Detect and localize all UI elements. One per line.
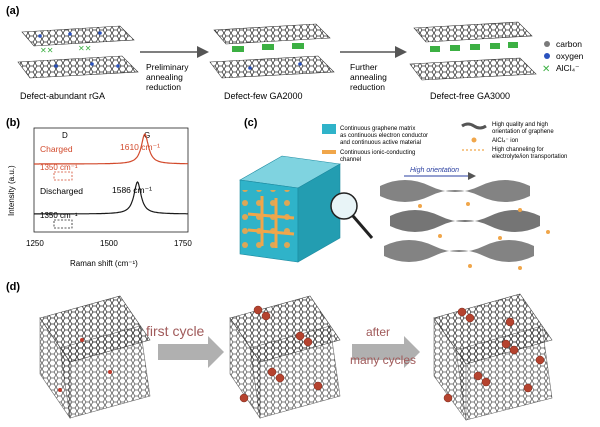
arrow1-line2: annealing <box>146 72 183 82</box>
legend-alcl4: AlCl₄⁻ <box>556 63 580 73</box>
band-d-label: D <box>62 131 68 140</box>
series-discharged-name: Discharged <box>40 186 83 196</box>
panel-a: (a) ✕✕ ✕✕ Defect-abundant rGA Preliminar… <box>6 5 584 101</box>
stage-ga3000-illustration <box>409 21 537 81</box>
legend-left-1-1: channel <box>340 157 361 163</box>
first-cycle-arrow <box>158 336 224 368</box>
panel-b: (b) Intensity (a.u.) Raman shift (cm⁻¹) … <box>6 117 192 268</box>
stage-ga2000-label: Defect-few GA2000 <box>224 91 303 101</box>
charged-d-box <box>53 171 73 181</box>
legend-left-0-2: and continuous active material <box>340 140 421 146</box>
x-tick-1750: 1750 <box>174 239 192 248</box>
alcl4-legend-icon: ✕ <box>542 64 550 75</box>
ion-dot-icon <box>471 137 477 143</box>
stage-ga3000-label: Defect-free GA3000 <box>430 91 510 101</box>
arrow1-line1: Preliminary <box>146 62 189 72</box>
charged-d-label: 1350 cm⁻¹ <box>40 163 78 172</box>
first-cycle-label: first cycle <box>146 323 205 339</box>
stage-rga-label: Defect-abundant rGA <box>20 91 105 101</box>
panel-c: (c) Continuous graphene matrix as contin… <box>239 117 567 270</box>
legend-carbon: carbon <box>556 39 582 49</box>
legend-right-1-0: AlCl₄⁻ ion <box>492 138 518 144</box>
stage-rga-illustration: ✕✕ ✕✕ <box>17 25 139 79</box>
carbon-legend-icon <box>544 41 550 47</box>
arrow1-line3: reduction <box>146 82 181 92</box>
svg-text:✕✕: ✕✕ <box>40 46 53 55</box>
svg-text:✕✕: ✕✕ <box>78 44 91 53</box>
discharged-d-box <box>53 219 73 229</box>
legend-left-1-0: Continuous ionic-conducting <box>340 150 415 156</box>
arrow2-line3: reduction <box>350 82 385 92</box>
y-axis-label: Intensity (a.u.) <box>7 165 16 216</box>
discharged-d-label: 1350 cm⁻¹ <box>40 211 78 220</box>
oriented-graphene-sheets <box>380 180 550 270</box>
legend-oxygen: oxygen <box>556 51 584 61</box>
graphene-framework-many-cycles <box>433 293 553 421</box>
orientation-label: High orientation <box>410 167 459 174</box>
graphene-framework-initial <box>39 295 151 419</box>
graphene-framework-first-cycle <box>229 295 341 419</box>
many-cycles-arrow <box>352 336 420 368</box>
arrow2-line1: Further <box>350 62 378 72</box>
discharged-peak-label: 1586 cm⁻¹ <box>112 185 152 195</box>
arrow2-line2: annealing <box>350 72 387 82</box>
x-tick-1250: 1250 <box>26 239 44 248</box>
panel-a-label: (a) <box>6 5 20 17</box>
graphene-matrix-icon <box>322 124 336 134</box>
legend-right-0-1: orientation of graphene <box>492 129 554 135</box>
graphene-sheet-icon <box>461 122 487 130</box>
oxygen-legend-icon <box>544 53 550 59</box>
series-discharged-line <box>34 181 188 215</box>
x-tick-1500: 1500 <box>100 239 118 248</box>
plot-frame <box>33 127 189 233</box>
stage-ga2000-illustration <box>209 23 335 79</box>
legend-left-0-1: as continuous electron conductor <box>340 133 428 139</box>
series-charged-name: Charged <box>40 144 73 154</box>
series-charged-line <box>34 133 188 165</box>
porous-cube-illustration <box>239 155 374 263</box>
panel-c-label: (c) <box>244 117 258 129</box>
panel-b-label: (b) <box>6 117 20 129</box>
band-g-label: G <box>144 131 150 140</box>
legend-right-0-0: High quality and high <box>492 122 548 128</box>
many-cycles-label: many cycles <box>350 353 416 367</box>
ionic-channel-icon <box>322 150 336 154</box>
legend-left-0-0: Continuous graphene matrix <box>340 126 415 132</box>
x-axis-label: Raman shift (cm⁻¹) <box>70 259 138 268</box>
after-label: after <box>366 325 390 339</box>
legend-right-2-0: High channeling for <box>492 147 544 153</box>
charged-peak-label: 1610 cm⁻¹ <box>120 142 160 152</box>
legend-right-2-1: electrolyte/ion transportation <box>492 154 567 160</box>
panel-d-label: (d) <box>6 281 20 293</box>
panel-d: (d) first cycle after many c <box>6 281 553 421</box>
